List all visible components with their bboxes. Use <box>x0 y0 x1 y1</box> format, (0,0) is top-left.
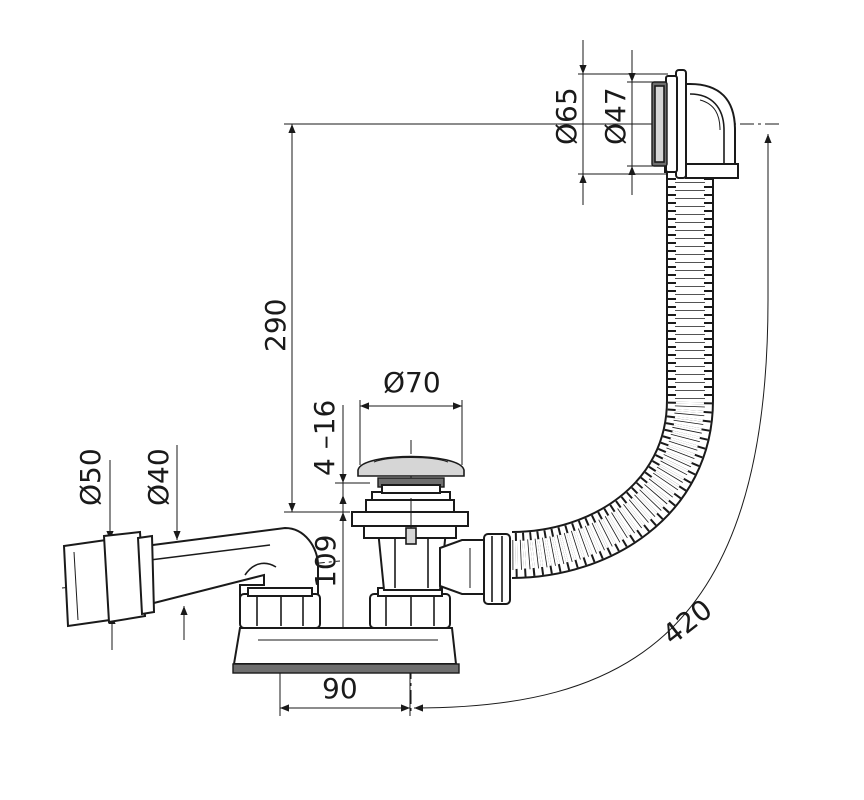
trap-base <box>232 587 460 674</box>
outlet-pipe <box>62 526 319 628</box>
d70-label: Ø70 <box>383 366 441 399</box>
overflow-connector <box>439 533 511 605</box>
d40-label: Ø40 <box>142 448 175 506</box>
dimension-labels: Ø65 Ø47 290 Ø70 4 –16 109 Ø50 Ø40 90 420 <box>74 87 718 705</box>
d65-label: Ø65 <box>550 87 583 145</box>
drain-body <box>351 455 469 591</box>
corrugated-hose <box>511 170 714 579</box>
h290-label: 290 <box>259 299 292 352</box>
h109-label: 109 <box>309 535 342 588</box>
l420-label: 420 <box>656 593 718 652</box>
l420-dimension-line <box>413 134 772 712</box>
d50-label: Ø50 <box>74 448 107 506</box>
h4-16-label: 4 –16 <box>308 400 341 476</box>
d47-label: Ø47 <box>599 87 632 145</box>
w90-label: 90 <box>322 672 358 705</box>
overflow-head <box>651 69 739 179</box>
